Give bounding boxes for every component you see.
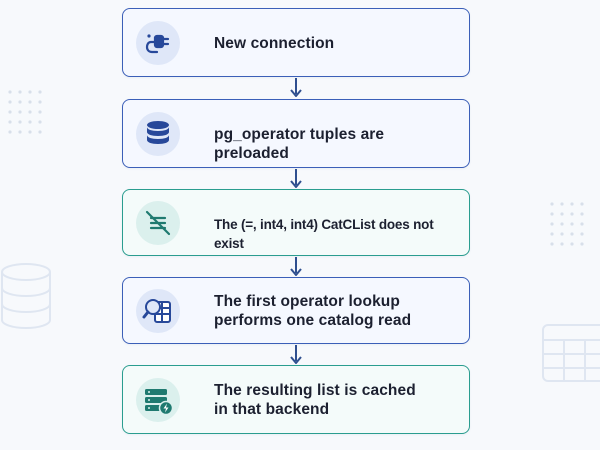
- server-cache-icon: [145, 389, 174, 416]
- server-cache-icon-badge: [136, 378, 180, 422]
- database-icon-badge: [136, 112, 180, 156]
- no-list-icon: [145, 210, 171, 236]
- flow-arrow: [290, 78, 302, 97]
- step-list-cached: The resulting list is cached in that bac…: [122, 365, 470, 434]
- step-new-connection: New connection: [122, 8, 470, 77]
- flow-arrow: [290, 345, 302, 364]
- database-icon: [147, 121, 169, 144]
- step-catclist-missing: The (=, int4, int4) CatCList does not ex…: [122, 189, 470, 256]
- plug-icon-badge: [136, 21, 180, 65]
- dot-grid-right: [550, 202, 584, 246]
- plug-icon: [145, 34, 170, 54]
- dot-grid-left: [8, 90, 42, 134]
- background-database-icon: [1, 263, 51, 329]
- no-list-icon-badge: [136, 201, 180, 245]
- step-pg-operator-preloaded: pg_operator tuples are preloaded: [122, 99, 470, 168]
- flow-arrow: [290, 169, 302, 188]
- step-label: The resulting list is cached in that bac…: [214, 382, 416, 418]
- step-label: pg_operator tuples are preloaded: [214, 126, 385, 162]
- background-table-icon: [542, 324, 600, 382]
- flow-arrow: [290, 257, 302, 276]
- search-table-icon: [142, 299, 171, 323]
- step-label: The first operator lookup performs one c…: [214, 293, 412, 329]
- step-label: The (=, int4, int4) CatCList does not ex…: [214, 217, 434, 251]
- step-first-operator-lookup: The first operator lookup performs one c…: [122, 277, 470, 344]
- step-label: New connection: [214, 35, 335, 52]
- search-table-icon-badge: [136, 289, 180, 333]
